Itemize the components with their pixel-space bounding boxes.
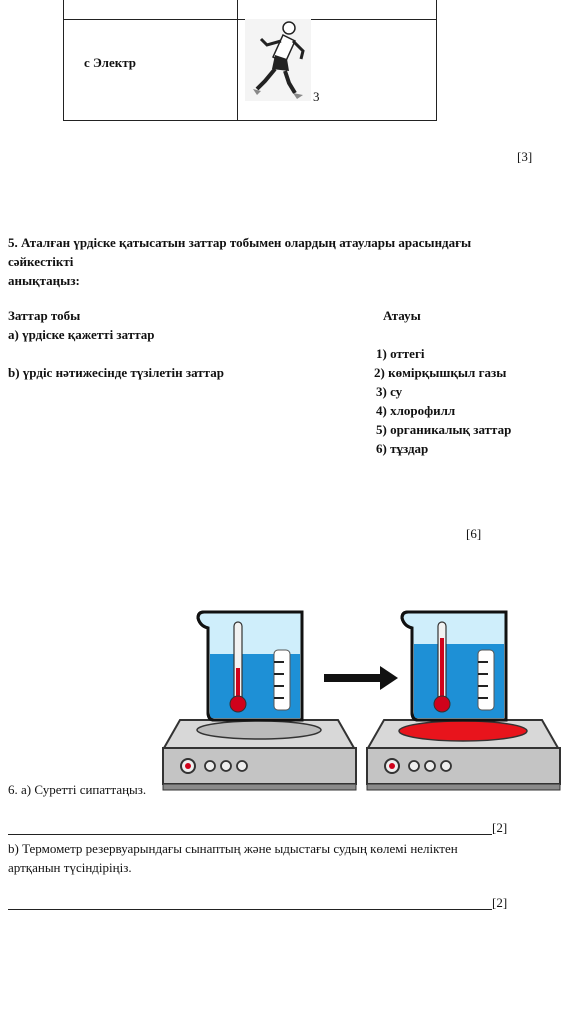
image-number-label: 3 (313, 89, 320, 104)
right-item-5: 5) органикалық заттар (376, 422, 512, 437)
question5-line2: сәйкестікті (8, 254, 74, 269)
q4-score: [3] (517, 149, 533, 164)
heating-figure (162, 610, 561, 791)
col-left-header: Заттар тобы (8, 308, 81, 323)
right-item-3: 3) су (376, 384, 403, 399)
right-item-4: 4) хлорофилл (376, 403, 456, 418)
running-man-icon (245, 19, 311, 101)
table-row-label: с Электр (84, 55, 136, 70)
cold-hotplate-icon (162, 719, 357, 791)
q6-part-a-score: [2] (492, 820, 508, 835)
right-item-6: 6) тұздар (376, 441, 429, 456)
right-item-2: 2) көмірқышқыл газы (374, 365, 507, 380)
answer-line-b[interactable] (8, 909, 492, 910)
table-fragment: с Электр 3 (63, 0, 437, 121)
q6-part-a: 6. a) Суретті сипаттаңыз. (8, 782, 147, 797)
q6-part-b: b) Термометр резервуарындағы сынаптың жә… (8, 839, 548, 877)
hot-hotplate-icon (366, 719, 561, 791)
q6-part-b-line1: b) Термометр резервуарындағы сынаптың жә… (8, 841, 458, 856)
right-item-1: 1) оттегі (376, 346, 425, 361)
table-col-divider (237, 0, 238, 120)
question5-line1: 5. Аталған үрдіске қатысатын заттар тобы… (8, 235, 472, 250)
left-beaker (196, 610, 304, 722)
q5-score: [6] (466, 526, 482, 541)
left-item-a: a) үрдіске қажетті заттар (8, 327, 155, 342)
right-arrow-icon (324, 666, 398, 690)
question5-prompt: 5. Аталған үрдіске қатысатын заттар тобы… (8, 233, 548, 290)
q6-part-b-score: [2] (492, 895, 508, 910)
right-beaker (400, 610, 508, 722)
col-right-header: Атауы (383, 308, 421, 323)
question5-line3: анықтаңыз: (8, 273, 80, 288)
q6-part-b-line2: артқанын түсіндіріңіз. (8, 860, 132, 875)
left-item-b: b) үрдіс нәтижесінде түзілетін заттар (8, 365, 224, 380)
answer-line-a[interactable] (8, 834, 492, 835)
